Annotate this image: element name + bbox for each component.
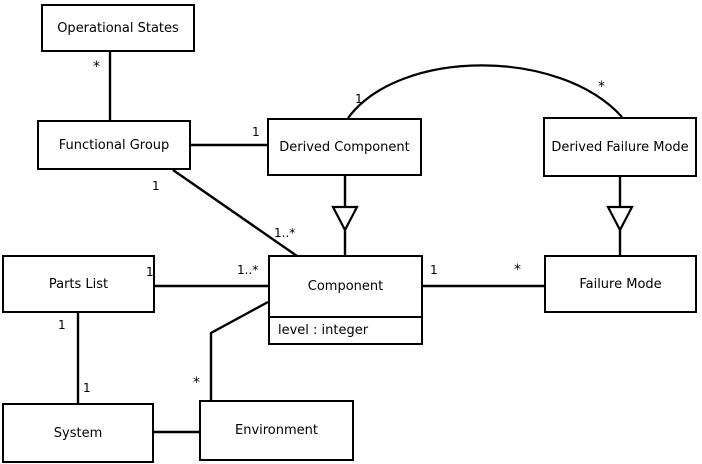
class-functional-group[interactable]: Functional Group [37,120,191,170]
class-name-derived-failure-mode: Derived Failure Mode [551,139,689,155]
class-name-parts-list: Parts List [48,276,109,292]
generalization-triangle-derived-component [331,205,359,233]
multiplicity-environment-component: * [193,375,200,391]
multiplicity-derived-failure-mode-derived-component: * [598,79,605,95]
multiplicity-functional-group-component-near: 1 [152,179,160,193]
class-name-system: System [53,425,103,441]
class-name-operational-states: Operational States [57,20,179,36]
class-name-failure-mode: Failure Mode [579,276,662,292]
class-name-environment: Environment [234,423,318,438]
class-derived-component[interactable]: Derived Component [267,118,422,176]
class-parts-list[interactable]: Parts List [2,255,155,313]
multiplicity-derived-component-derived-failure-mode: 1 [355,92,363,106]
class-name-component: Component [307,279,384,294]
class-environment[interactable]: Environment [199,400,354,461]
multiplicity-parts-list-component: 1..* [237,263,259,277]
class-name-derived-component: Derived Component [279,139,410,155]
class-operational-states[interactable]: Operational States [41,4,195,52]
edge-derived-component-derived-failure-mode [347,64,623,119]
class-derived-failure-mode[interactable]: Derived Failure Mode [543,117,697,177]
class-component[interactable]: Component level : integer [268,255,423,345]
class-failure-mode[interactable]: Failure Mode [544,255,697,313]
class-system[interactable]: System [2,403,154,463]
generalization-triangle-derived-failure-mode [606,205,634,233]
edge-functional-group-component [172,169,298,257]
multiplicity-component-failure-mode: 1 [430,263,438,277]
multiplicity-system-parts-list: 1 [83,381,91,395]
multiplicity-failure-mode-component: * [514,262,521,278]
multiplicity-parts-list-system: 1 [58,318,66,332]
multiplicity-operational-states-functional-group: * [93,59,100,75]
class-name-functional-group: Functional Group [58,137,170,153]
multiplicity-parts-list-near: 1 [146,265,154,279]
multiplicity-functional-group-derived-component: 1 [252,125,260,139]
class-attribute-component-level: level : integer [270,316,421,343]
multiplicity-functional-group-component-far: 1..* [274,226,296,240]
edge-environment-component [209,300,269,400]
